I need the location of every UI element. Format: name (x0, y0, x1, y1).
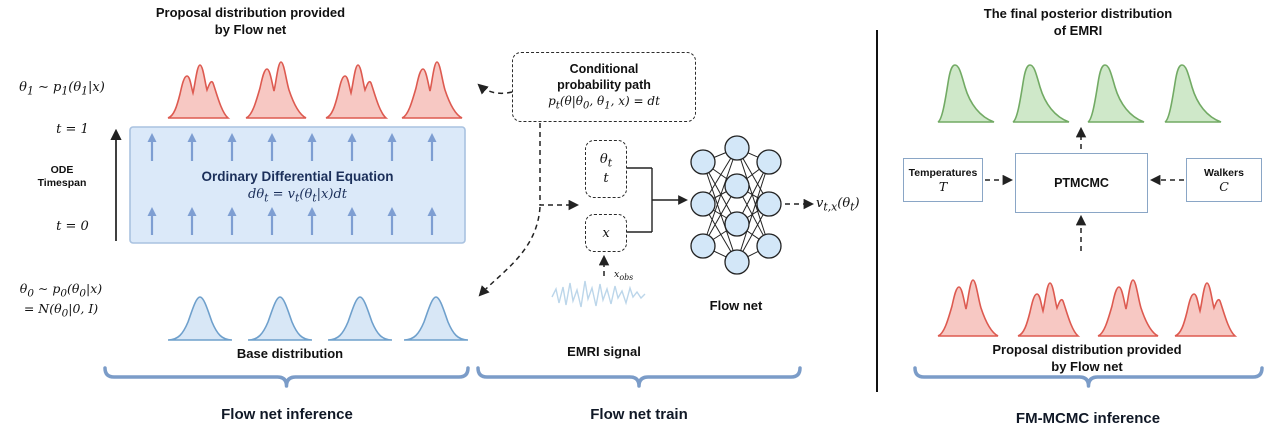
right-proposal-label: Proposal distribution provided by Flow n… (992, 342, 1182, 374)
caption-flow-net-inference: Flow net inference (221, 406, 353, 423)
ode-box-title: Ordinary Differential Equation (201, 169, 394, 184)
brace-flow-net-inference (103, 366, 470, 388)
conditional-box-title: Conditional probability path (557, 62, 651, 92)
section-braces (103, 366, 1264, 388)
proposal-distributions-left (167, 61, 463, 119)
green-distribution-curve (937, 64, 995, 123)
base-distributions (167, 296, 469, 341)
network-output-label: vt,x(θt) (816, 196, 860, 214)
dashed-arrows-middle (477, 83, 815, 297)
red-distribution-curve (1174, 282, 1236, 337)
arrow-to-proposal (477, 83, 513, 95)
dashed-arrows-right (985, 126, 1184, 251)
ode-timespan-label: ODE Timespan (37, 164, 87, 190)
conditional-probability-box: Conditional probability path pt(θ|θ0, θ1… (512, 52, 696, 122)
red-distribution-curve (937, 279, 999, 337)
x-input-box: x (585, 214, 627, 252)
conditional-box-equation: pt(θ|θ0, θ1, x) = dt (548, 94, 660, 112)
t-equals-1-label: t = 1 (56, 122, 89, 137)
red-distribution-curve (1097, 279, 1159, 337)
blue-distribution-curve (167, 296, 233, 341)
arrow-to-base (478, 206, 541, 297)
walkers-label: Walkers (1204, 166, 1244, 179)
temperatures-symbol: T (938, 178, 948, 194)
base-distribution-label: Base distribution (236, 346, 344, 361)
red-distribution-curve (167, 64, 229, 119)
theta0-label: θ0 ∼ p0(θ0|x)= N(θ0|0, I) (19, 281, 103, 320)
theta-t-input-label: θt (599, 151, 613, 170)
ptmcmc-box: PTMCMC (1015, 153, 1148, 213)
walkers-box: Walkers C (1186, 158, 1262, 202)
brace-flow-net-train (476, 366, 802, 388)
input-connector (627, 167, 688, 233)
red-distribution-curve (401, 61, 463, 119)
caption-fm-mcmc-inference: FM-MCMC inference (1015, 410, 1161, 427)
ode-box (129, 126, 466, 244)
temperatures-label: Temperatures (908, 166, 978, 179)
right-title: The final posterior distribution of EMRI (983, 6, 1173, 38)
theta-t-input-box: θt t (585, 140, 627, 198)
t-input-label: t (603, 171, 609, 187)
network-nodes (690, 135, 782, 275)
x-obs-label: xobs (614, 269, 634, 282)
green-distribution-curve (1012, 64, 1070, 123)
arrow-to-theta-t (539, 123, 580, 211)
ode-box-text: Ordinary Differential Equation dθt = vt(… (130, 168, 465, 206)
emri-waveform (551, 280, 646, 308)
blue-distribution-curve (247, 296, 313, 341)
red-distribution-curve (245, 61, 307, 119)
proposal-distributions-right (937, 279, 1236, 337)
flow-net-network (690, 135, 782, 275)
brace-fm-mcmc-inference (913, 366, 1264, 388)
walkers-symbol: C (1219, 178, 1229, 194)
caption-flow-net-train: Flow net train (590, 406, 688, 423)
blue-distribution-curve (327, 296, 393, 341)
emri-signal-label: EMRI signal (567, 344, 641, 359)
x-input-label: x (602, 225, 610, 241)
green-distribution-curve (1087, 64, 1145, 123)
temperatures-box: Temperatures T (903, 158, 983, 202)
flow-net-label: Flow net (709, 298, 763, 313)
red-distribution-curve (325, 64, 387, 119)
posterior-distributions (937, 64, 1222, 123)
t-equals-0-label: t = 0 (56, 219, 89, 234)
theta1-label: θ1 ∼ p1(θ1|x) (19, 80, 105, 98)
ode-box-equation: dθt = vt(θt|x)dt (248, 187, 347, 205)
left-title: Proposal distribution provided by Flow n… (155, 5, 346, 37)
blue-distribution-curve (403, 296, 469, 341)
ptmcmc-label: PTMCMC (1054, 176, 1109, 190)
red-distribution-curve (1017, 282, 1079, 337)
green-distribution-curve (1164, 64, 1222, 123)
